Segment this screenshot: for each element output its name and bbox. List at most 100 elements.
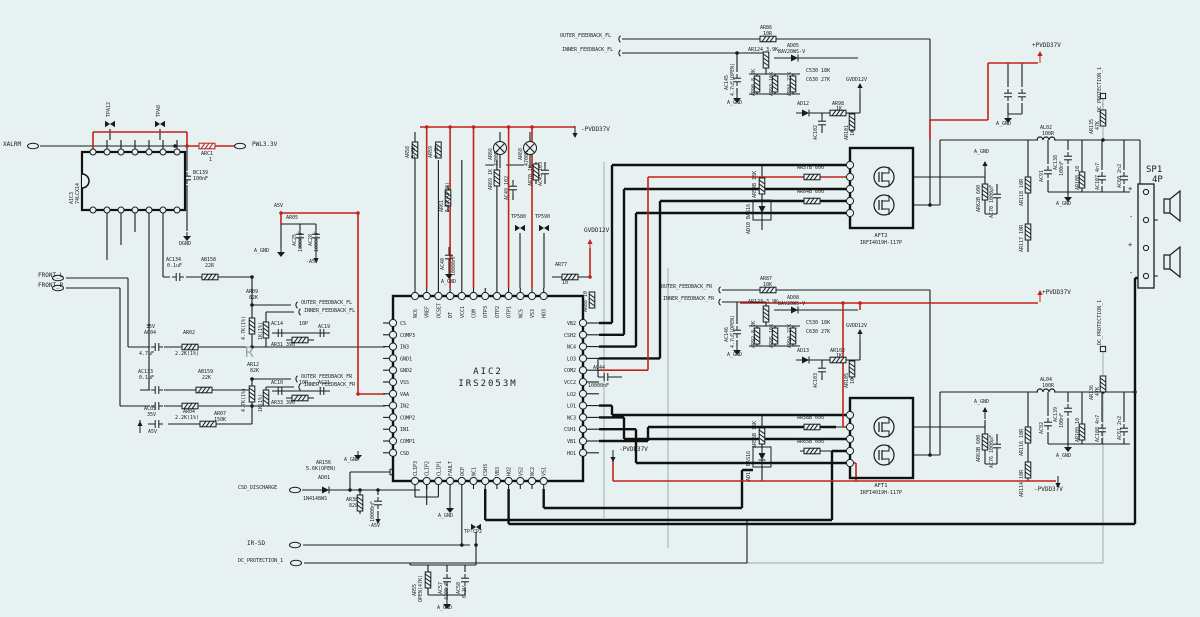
component-label: 5.6K(OPEN): [306, 466, 337, 472]
ic-pin: [481, 291, 490, 301]
component-label: OPEN(47K): [418, 574, 424, 602]
resistor-symbol: [1024, 426, 1032, 444]
terminal-icon: [290, 559, 302, 567]
component-label: 10: [562, 280, 569, 286]
mosfet-symbol: [873, 194, 895, 216]
connector-type: 4P: [1152, 175, 1163, 185]
component-label: 35V: [147, 412, 157, 418]
pin-label: VCC1: [460, 306, 466, 318]
power-up-arrow-icon: [857, 329, 863, 341]
capacitor-symbol: [461, 574, 469, 586]
ic-pin: [446, 291, 455, 301]
component-label: AR84 27K: [787, 71, 793, 96]
component-label: AR86: [760, 25, 773, 31]
resistor-symbol: [248, 317, 256, 335]
component-label: AR123 3.9K: [748, 299, 779, 305]
component-label: 82K: [250, 368, 260, 374]
component-label: 4.7K(1%): [241, 387, 247, 412]
net-flag-icon: [295, 375, 298, 383]
junction-dot: [858, 301, 862, 305]
testpoint-icon: [155, 120, 165, 128]
component-label: 100R: [1042, 383, 1055, 389]
component-label: 100nF: [1059, 412, 1065, 428]
component-label: 47K: [1095, 386, 1101, 396]
package-part: IRFI4019H-117P: [860, 240, 902, 246]
resistor-symbol: [762, 305, 770, 323]
component-label: AR102: [830, 348, 846, 354]
component-label: AR31 390: [271, 342, 296, 348]
component-label: 82K: [249, 295, 259, 301]
diode-symbol: [799, 109, 813, 117]
speaker-icon: [1163, 245, 1181, 279]
component-label: AR55B 15K: [752, 420, 758, 448]
net-outer-feedback-fl: OUTER_FEEDBACK_FL: [301, 300, 353, 306]
package-pin: [845, 208, 855, 218]
component-label: AC102: [813, 124, 819, 140]
pin-label: OCSET: [436, 303, 442, 318]
component-label: AC49 102: [504, 175, 510, 200]
component-label: AC14: [271, 321, 284, 327]
ic-pin: [422, 476, 431, 486]
junction-dot: [356, 211, 360, 215]
ground-icon: [445, 270, 453, 279]
mosfet-symbol: [873, 166, 895, 188]
pin-label: NC4: [567, 345, 576, 351]
net-gvdd12v: GVDD12V: [846, 323, 868, 329]
pin-label: VB2: [567, 321, 576, 327]
resistor-symbol: [493, 169, 501, 187]
capacitor-symbol: [541, 166, 549, 178]
connector-pin: [1142, 188, 1150, 196]
terminal-icon: [52, 274, 64, 282]
resistor-symbol: [848, 360, 856, 378]
junction-dot: [173, 144, 177, 148]
capacitor-symbol: [993, 190, 1001, 202]
ground-icon: [443, 600, 451, 609]
component-label: AR57B 600: [797, 165, 825, 171]
component-label: BC139: [193, 170, 209, 176]
component-label: AR62B 600: [976, 184, 982, 212]
pin-label: VS3: [530, 309, 536, 318]
capacitor-symbol: [296, 230, 304, 242]
component-label: AC10: [271, 380, 284, 386]
resistor-symbol: [1024, 176, 1032, 194]
component-label: 4700R: [494, 150, 500, 166]
resistor-symbol: [262, 389, 270, 407]
ic-pin: [410, 291, 420, 301]
pin-label: HO1: [567, 451, 576, 457]
protection-lamp-icon: [493, 141, 507, 155]
capacitor-symbol: [1098, 172, 1106, 184]
capacitor-symbol: [316, 329, 328, 337]
pin-label: CSH2: [564, 333, 576, 339]
component-label: AL02: [1040, 125, 1053, 131]
net-flag-icon: [718, 298, 721, 306]
component-label: A_GND: [996, 121, 1012, 127]
resistor-symbol: [1024, 223, 1032, 241]
diode-box-symbol: [752, 446, 772, 468]
net-dc-protection-1: DC_PROTECTION_1: [1097, 66, 1103, 112]
ic-pin: [527, 291, 537, 301]
component-label: A_GND: [727, 100, 743, 106]
component-label: AR95 10K: [769, 323, 775, 348]
capacitor-symbol: [274, 387, 286, 395]
ic-pin: [388, 401, 398, 410]
ic-pin: [388, 389, 398, 398]
net-csd-discharge: CSD_DISCHARGE: [238, 485, 278, 491]
power-down-arrow-icon: [313, 251, 319, 263]
component-label: AR69 1K: [488, 168, 494, 190]
pin-label: DT: [448, 312, 454, 318]
net-xalrm: XALRM: [3, 141, 22, 148]
component-label: 0.1uF: [139, 375, 155, 381]
ic-pin: [516, 291, 525, 301]
diode-box-symbol: [752, 199, 772, 221]
package-pin: [845, 458, 855, 468]
junction-dot: [841, 301, 845, 305]
capacitor-symbol: [1064, 152, 1072, 164]
ic-pin: [527, 476, 537, 486]
ic-pin: [578, 389, 588, 398]
power-up-arrow-icon: [587, 239, 593, 251]
component-label: 10000nF: [314, 230, 320, 252]
component-label: AR108 10: [1075, 165, 1081, 190]
component-label: AD10 BAS16: [746, 203, 752, 234]
